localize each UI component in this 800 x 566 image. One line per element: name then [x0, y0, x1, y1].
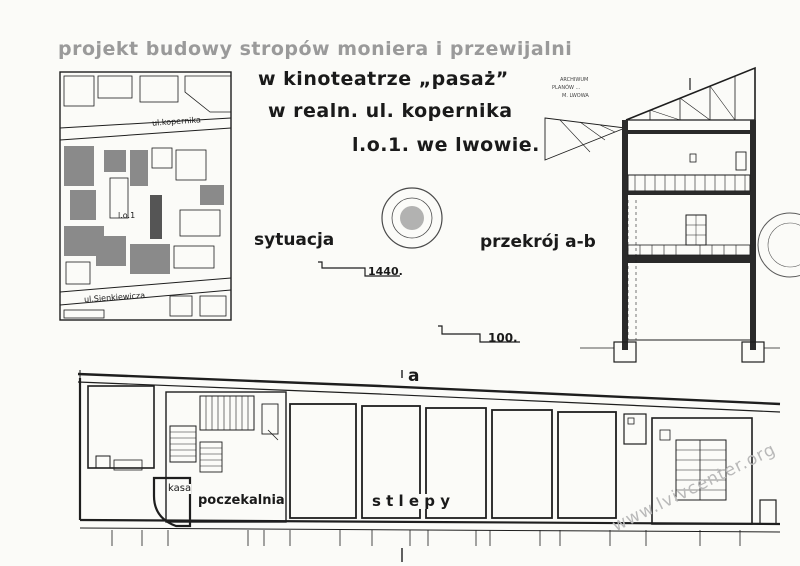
section-mark-label: a — [408, 366, 420, 386]
section-drawing — [544, 66, 780, 363]
round-stamp — [381, 187, 443, 249]
situation-scale-bar — [318, 261, 400, 277]
cash-desk-label: kasa — [168, 483, 192, 494]
situation-scale-label: 1440. — [368, 265, 403, 278]
situation-label: sytuacja — [254, 230, 335, 250]
situation-map — [59, 71, 232, 321]
plan-scale-label: 100. — [488, 331, 518, 345]
stamp-text-3: M. LWOWA — [562, 93, 589, 99]
section-label: przekrój a-b — [480, 232, 596, 252]
drawing-title-line-1: projekt budowy stropów moniera i przewij… — [58, 38, 573, 60]
plan-scale-bar — [438, 325, 520, 343]
drawing-title-line-2: w kinoteatrze „pasaż” — [258, 68, 509, 90]
stamp-text-1: ARCHIWUM — [560, 77, 589, 83]
drawing-title-line-3: w realn. ul. kopernika — [268, 100, 513, 122]
round-stamp-edge — [757, 212, 800, 278]
plot-label: l.o.1 — [118, 211, 136, 220]
stamp-text-2: PLANÓW ... — [552, 85, 581, 91]
ground-plan — [77, 370, 781, 562]
drawing-title-line-4: l.o.1. we lwowie. — [352, 134, 540, 156]
waiting-room-label: poczekalnia — [198, 493, 285, 508]
blind-wall-label: s t l e p y — [372, 492, 451, 510]
